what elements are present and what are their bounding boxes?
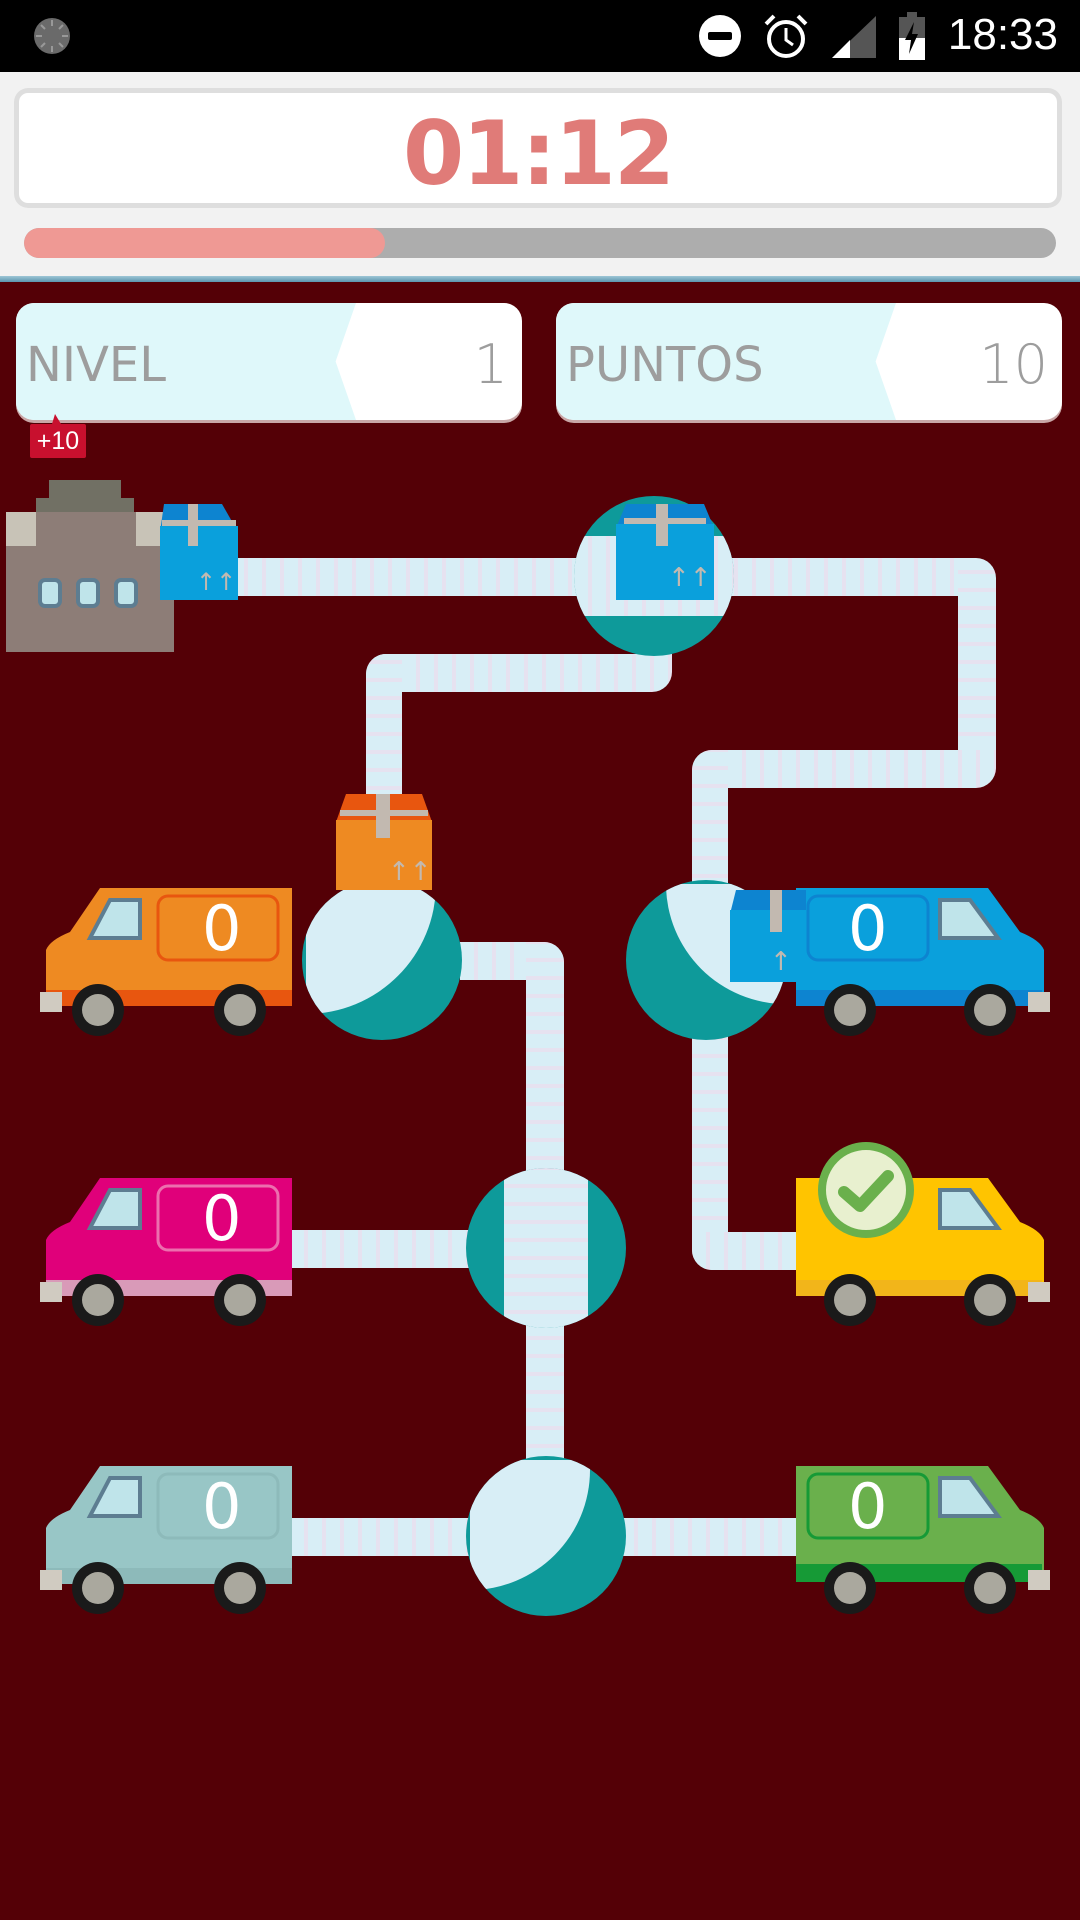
- van-teal-gray-count: 0: [202, 1470, 242, 1543]
- svg-text:↑↑: ↑↑: [668, 563, 712, 593]
- svg-text:↑↑: ↑↑: [388, 857, 432, 887]
- signal-icon: [832, 16, 876, 58]
- van-pink: 0: [40, 1170, 300, 1330]
- timer: 01:12: [402, 102, 675, 205]
- points-panel: PUNTOS 10: [556, 303, 1062, 420]
- loading-spinner-icon: [34, 18, 70, 54]
- track: [366, 654, 672, 692]
- status-bar: 18:33: [0, 0, 1080, 72]
- track: [230, 558, 600, 596]
- time-progress-bar: [24, 228, 1056, 258]
- van-blue-count: 0: [848, 892, 888, 965]
- van-orange-count: 0: [202, 892, 242, 965]
- do-not-disturb-icon: [699, 15, 741, 57]
- battery-charging-icon: [899, 12, 925, 60]
- junction-switch-middle[interactable]: [466, 1168, 626, 1328]
- package-orange-icon: ↑↑: [336, 794, 432, 890]
- points-label-bg: [556, 303, 896, 420]
- points-value: 10: [979, 333, 1048, 396]
- van-green: 0: [790, 1458, 1050, 1618]
- bonus-badge: +10: [30, 414, 86, 458]
- van-green-count: 0: [848, 1470, 888, 1543]
- package-blue-icon: ↑↑: [616, 504, 714, 600]
- van-orange: 0: [40, 880, 300, 1040]
- level-label-bg: [16, 303, 356, 420]
- track: [366, 654, 402, 804]
- van-pink-count: 0: [202, 1182, 242, 1255]
- track: [290, 1230, 480, 1268]
- level-panel: NIVEL 1: [16, 303, 522, 420]
- track: [290, 1518, 480, 1556]
- track: [720, 558, 982, 596]
- factory-icon: [6, 480, 174, 652]
- van-teal-gray: 0: [40, 1458, 300, 1618]
- header-divider: [0, 276, 1080, 282]
- track: [692, 1232, 812, 1270]
- junction-switch-bottom[interactable]: [466, 1456, 626, 1616]
- track: [692, 750, 996, 788]
- level-value: 1: [473, 333, 508, 396]
- header-panel: 01:12: [0, 72, 1080, 276]
- van-blue: 0: [790, 880, 1050, 1040]
- check-icon: [818, 1142, 914, 1238]
- junction-switch-left-upper[interactable]: [302, 880, 462, 1040]
- level-label: NIVEL: [26, 337, 166, 393]
- svg-text:↑↑: ↑↑: [196, 568, 236, 596]
- package-blue-icon: ↑: [730, 890, 806, 982]
- track: [620, 1518, 810, 1556]
- package-blue-icon: ↑↑: [160, 504, 238, 600]
- time-progress-fill: [24, 228, 386, 258]
- timer-box: 01:12: [14, 88, 1062, 208]
- track: [958, 558, 996, 786]
- alarm-icon: [764, 14, 808, 58]
- points-label: PUNTOS: [566, 337, 764, 393]
- svg-text:↑: ↑: [770, 947, 792, 977]
- clock: 18:33: [947, 10, 1058, 59]
